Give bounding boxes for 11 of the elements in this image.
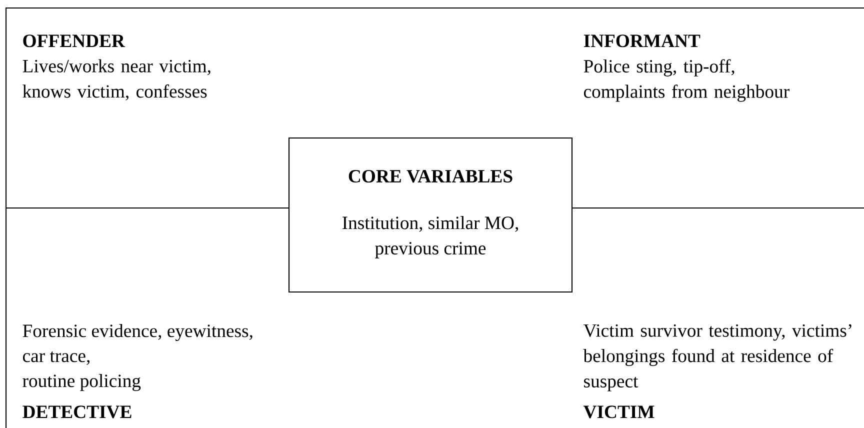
quadrant-text: Forensic evidence, eyewitness, [22,324,252,342]
core-variables-box: CORE VARIABLES Institution, similar MO, previous crime [288,137,573,293]
quadrant-heading: DETECTIVE [22,406,132,418]
quadrant-text: car trace, [23,351,90,365]
quadrant-heading: INFORMANT [584,34,700,48]
quadrant-heading: VICTIM [583,406,654,418]
quadrant-text: Lives/works near victim, knows victim, confesses [22,59,210,100]
quadrant-text: routine policing [22,374,141,392]
quadrant-text: Police sting, tip-off, complaints from neighbour [584,59,790,102]
quadrant-text: Victim survivor testimony, victims’ belongings found at residence of suspect [583,324,852,392]
quadrant-heading: OFFENDER [23,34,126,48]
